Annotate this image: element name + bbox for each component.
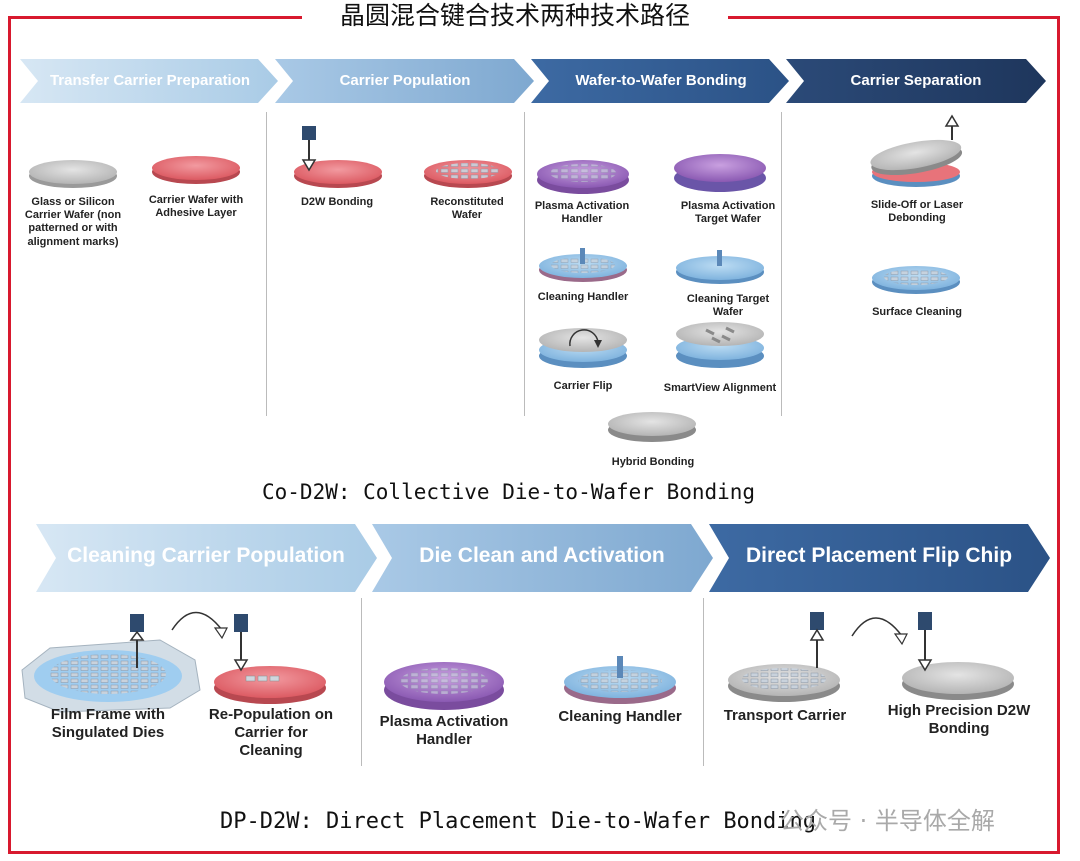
cleaning-handler-icon — [539, 248, 627, 282]
caption-reconstituted-wafer: Reconstituted Wafer — [430, 196, 504, 222]
dp-d2w-chevron-1 — [36, 524, 377, 592]
adhesive-carrier-wafer-icon — [152, 156, 240, 184]
caption-cleaning-target: Cleaning Target Wafer — [686, 293, 770, 319]
co-d2w-chevron-3 — [531, 59, 789, 103]
co-d2w-chevron-2 — [275, 59, 534, 103]
carrier-flip-icon — [539, 328, 627, 368]
glass-carrier-wafer-icon — [29, 160, 117, 188]
dp-d2w-chevron-2 — [372, 524, 713, 592]
caption-plasma-target: Plasma Activation Target Wafer — [680, 200, 776, 226]
reconstituted-wafer-icon — [424, 160, 512, 188]
caption-hybrid-bonding: Hybrid Bonding — [611, 456, 695, 468]
dp-cleaning-handler-icon — [564, 656, 676, 704]
surface-cleaning-icon — [872, 266, 960, 294]
smartview-alignment-icon — [676, 322, 764, 368]
caption-carrier-flip: Carrier Flip — [553, 380, 613, 392]
transport-carrier-icon — [728, 612, 908, 702]
watermark: 公众号 · 半导体全解 — [780, 807, 995, 835]
caption-surface-cleaning: Surface Cleaning — [872, 306, 962, 318]
divider — [361, 598, 362, 766]
co-d2w-chevron-1 — [20, 59, 278, 103]
caption-glass-carrier: Glass or Silicon Carrier Wafer (non patt… — [24, 196, 122, 248]
caption-high-precision: High Precision D2W Bonding — [887, 702, 1031, 737]
dp-plasma-handler-icon — [384, 662, 504, 710]
step-wafer-to-wafer-bonding: Wafer-to-Wafer Bonding — [575, 72, 747, 89]
page-title: 晶圆混合键合技术两种技术路径 — [302, 0, 728, 32]
plasma-handler-icon — [537, 160, 629, 194]
step-transfer-carrier-preparation: Transfer Carrier Preparation — [49, 72, 251, 89]
cleaning-target-wafer-icon — [676, 250, 764, 284]
caption-slide-off: Slide-Off or Laser Debonding — [870, 199, 964, 225]
plasma-target-wafer-icon — [674, 154, 766, 192]
caption-plasma-handler: Plasma Activation Handler — [534, 200, 630, 226]
caption-cleaning-handler: Cleaning Handler — [537, 291, 629, 303]
step-direct-placement-flip-chip: Direct Placement Flip Chip — [745, 544, 1013, 567]
divider — [524, 112, 525, 416]
step-carrier-separation: Carrier Separation — [850, 72, 982, 89]
dp-d2w-chevron-3 — [709, 524, 1050, 592]
caption-adhesive-carrier: Carrier Wafer with Adhesive Layer — [148, 194, 244, 220]
co-d2w-chevron-4 — [786, 59, 1046, 103]
film-frame-icon — [21, 611, 228, 713]
caption-smartview-alignment: SmartView Alignment — [663, 382, 777, 394]
repopulation-carrier-icon — [214, 614, 326, 704]
slide-off-debonding-icon — [870, 114, 963, 187]
divider — [781, 112, 782, 416]
high-precision-bonding-icon — [902, 612, 1014, 700]
divider — [266, 112, 267, 416]
co-d2w-label: Co-D2W: Collective Die-to-Wafer Bonding — [262, 480, 756, 504]
dp-d2w-label: DP-D2W: Direct Placement Die-to-Wafer Bo… — [220, 809, 817, 834]
caption-dp-plasma-handler: Plasma Activation Handler — [379, 713, 509, 748]
d2w-bonding-wafer-icon — [294, 126, 382, 188]
step-cleaning-carrier-population: Cleaning Carrier Population — [67, 544, 345, 567]
caption-film-frame: Film Frame with Singulated Dies — [50, 706, 166, 741]
hybrid-bonding-icon — [608, 412, 696, 442]
step-carrier-population: Carrier Population — [339, 72, 471, 89]
caption-dp-cleaning-handler: Cleaning Handler — [558, 708, 682, 725]
caption-d2w-bonding: D2W Bonding — [300, 196, 374, 208]
step-die-clean-activation: Die Clean and Activation — [419, 544, 665, 567]
divider — [703, 598, 704, 766]
caption-repopulation: Re-Population on Carrier for Cleaning — [208, 706, 334, 759]
caption-transport-carrier: Transport Carrier — [723, 707, 847, 724]
